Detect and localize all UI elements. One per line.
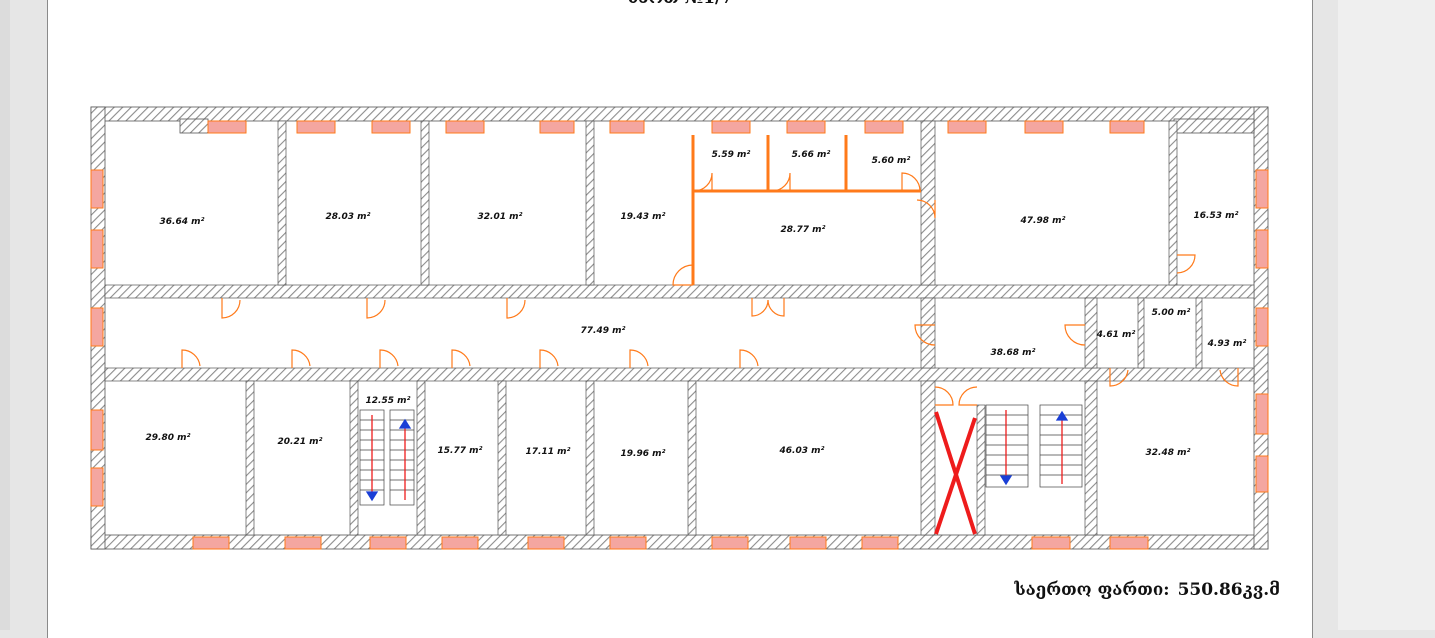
room-area-label: 36.64 m² bbox=[160, 217, 205, 227]
removed-stair-cross bbox=[934, 411, 977, 535]
doors bbox=[181, 172, 1239, 406]
stair-arrows bbox=[365, 410, 1069, 502]
room-area-label: 4.61 m² bbox=[1096, 330, 1136, 340]
document-page bbox=[47, 0, 1313, 638]
room-area-label: 5.60 m² bbox=[872, 156, 911, 166]
room-area-label: 16.53 m² bbox=[1194, 211, 1239, 221]
room-area-label: 19.96 m² bbox=[621, 449, 666, 459]
room-area-label: 19.43 m² bbox=[621, 212, 666, 222]
room-area-label: 32.48 m² bbox=[1146, 448, 1191, 458]
room-area-label: 5.00 m² bbox=[1152, 308, 1191, 318]
room-area-label: 29.80 m² bbox=[146, 433, 191, 443]
total-area-caption: საერთო ფართი: 550.86კვ.მ bbox=[1000, 580, 1280, 600]
windows bbox=[90, 120, 1269, 550]
room-area-label: 17.11 m² bbox=[526, 447, 571, 457]
room-area-label: 5.66 m² bbox=[792, 150, 831, 160]
total-area-label: საერთო ფართი: bbox=[1014, 580, 1170, 600]
partitions bbox=[691, 135, 921, 285]
staircase-right bbox=[985, 404, 1083, 488]
room-labels: 36.64 m² 28.03 m² 32.01 m² 19.43 m² 5.59… bbox=[146, 150, 1247, 459]
room-area-label: 28.77 m² bbox=[781, 225, 826, 235]
room-area-label: 46.03 m² bbox=[779, 446, 825, 456]
room-area-label: 20.21 m² bbox=[278, 437, 323, 447]
room-area-label: 12.55 m² bbox=[366, 396, 411, 406]
total-area-value: 550.86კვ.მ bbox=[1177, 580, 1280, 600]
viewer-left-margin bbox=[0, 0, 10, 630]
room-area-label: 15.77 m² bbox=[438, 446, 483, 456]
floor-title: სართ №1/7 bbox=[560, 0, 800, 8]
room-area-label: 47.98 m² bbox=[1020, 216, 1066, 226]
room-area-label: 77.49 m² bbox=[581, 326, 626, 336]
room-area-label: 5.59 m² bbox=[712, 150, 751, 160]
room-area-label: 4.93 m² bbox=[1207, 339, 1247, 349]
room-area-label: 28.03 m² bbox=[326, 212, 371, 222]
interior-walls bbox=[104, 120, 1255, 536]
viewer-right-margin bbox=[1338, 0, 1435, 630]
room-area-label: 32.01 m² bbox=[478, 212, 523, 222]
room-area-label: 38.68 m² bbox=[991, 348, 1036, 358]
